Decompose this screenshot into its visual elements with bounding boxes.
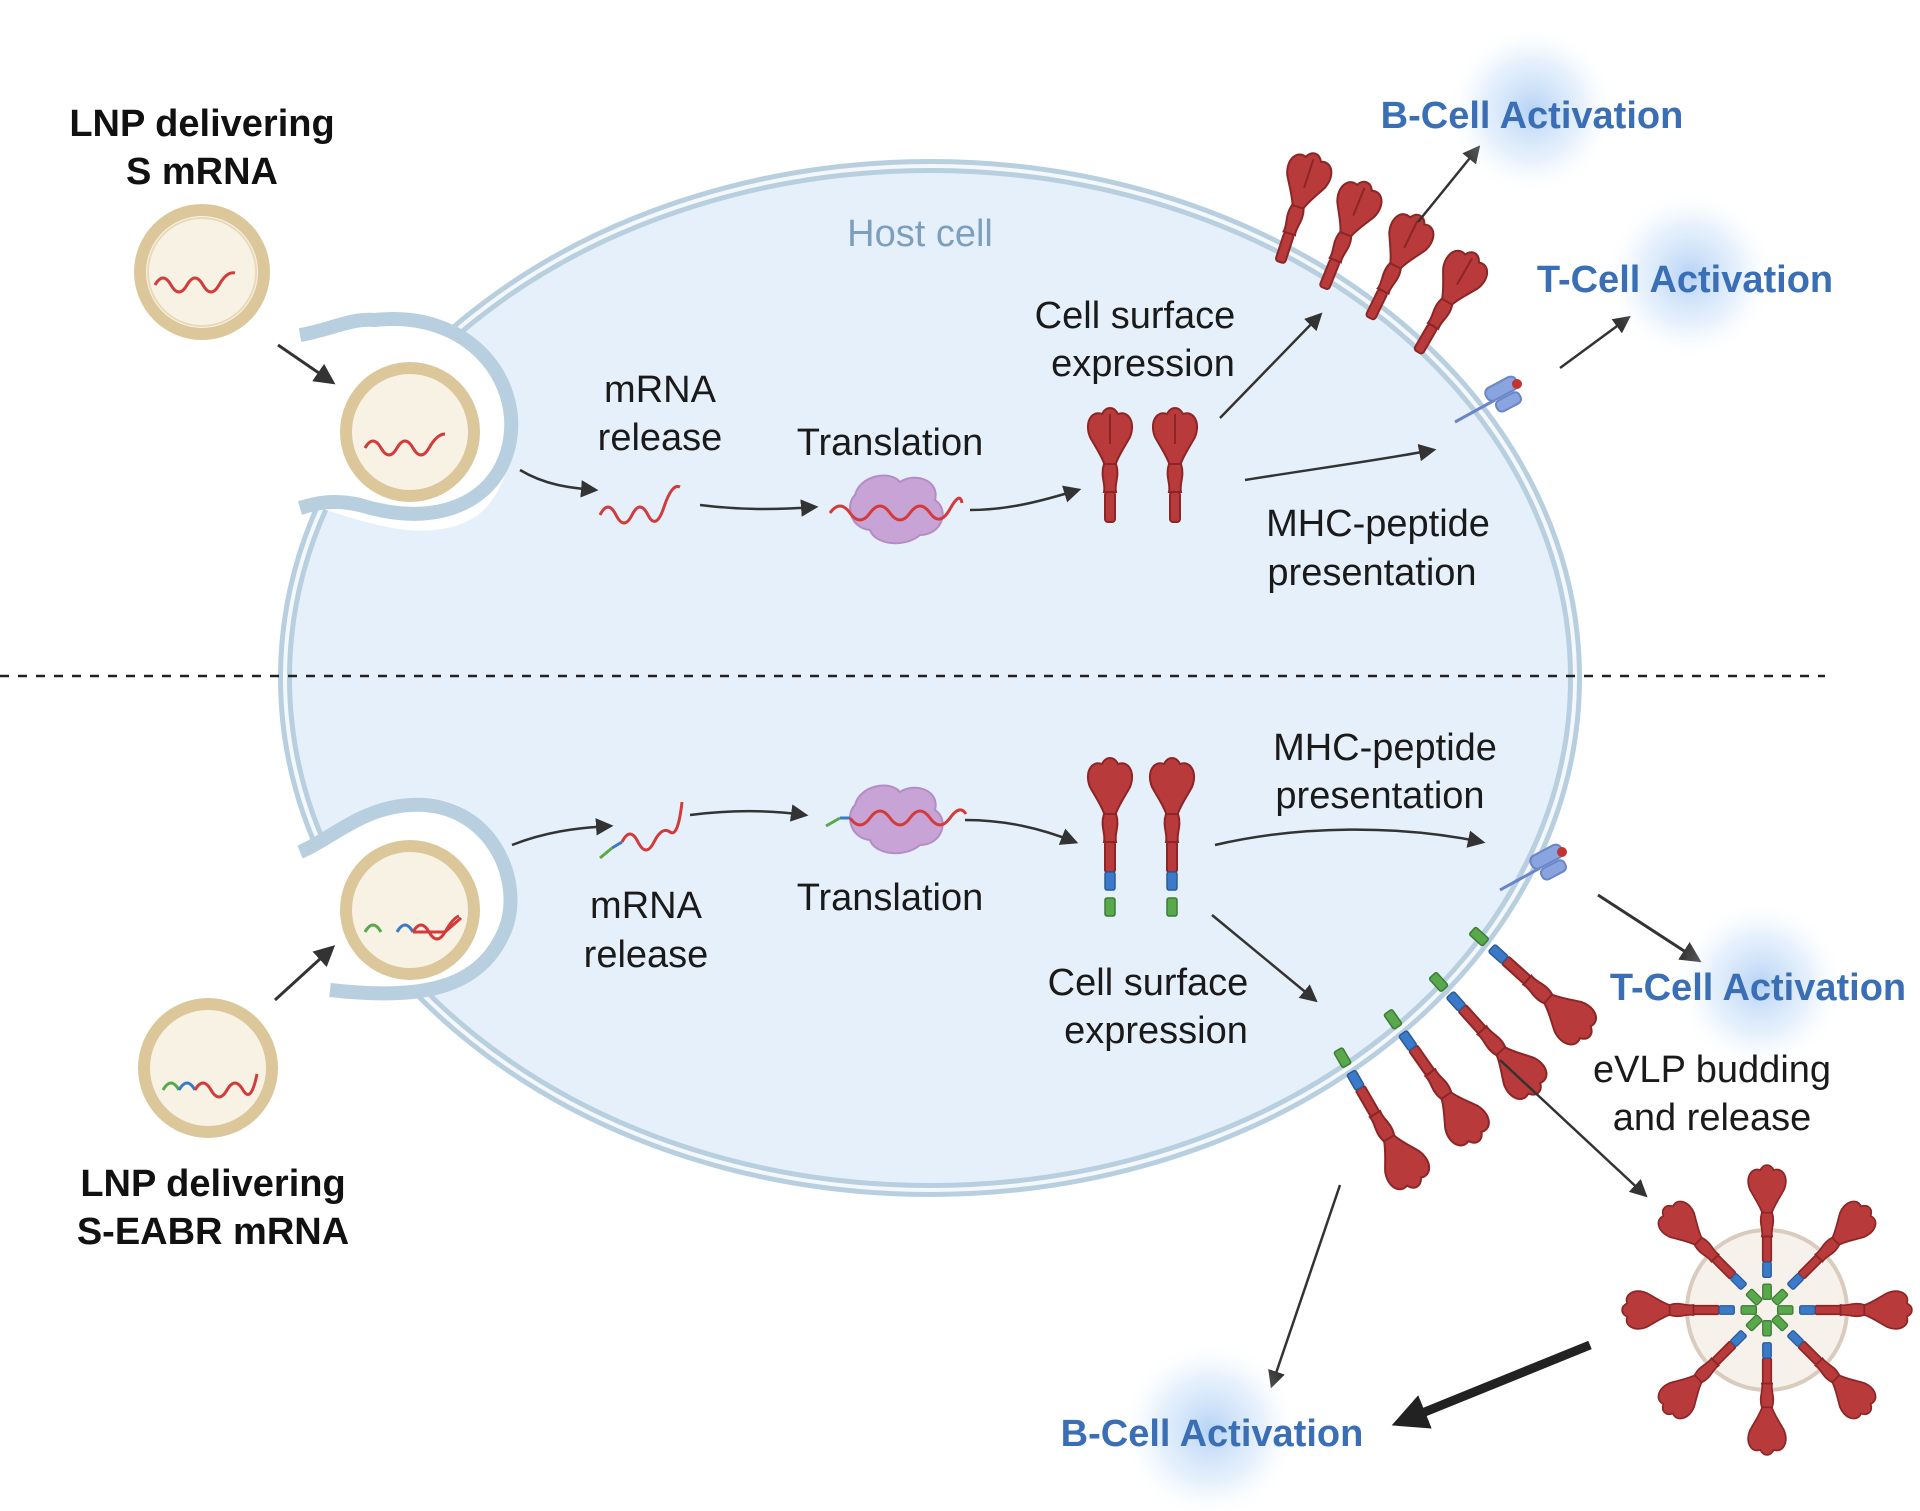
top-t-cell-activation: T-Cell Activation — [1537, 259, 1833, 301]
lipid-nanoparticle-icon — [340, 840, 480, 980]
bottom-translation-label: Translation — [797, 877, 984, 919]
evlp-line2: and release — [1613, 1097, 1812, 1139]
arrow-evlp-to-b-cell — [1391, 1340, 1592, 1429]
b-cell-glow — [1447, 25, 1617, 195]
arrow-lnp-to-cell-bottom — [273, 945, 336, 1002]
bottom-lnp-label-line2: S-EABR mRNA — [77, 1211, 349, 1253]
arrow-surface-to-b-cell-bottom — [1268, 1184, 1342, 1389]
host-cell-label: Host cell — [847, 213, 993, 255]
arrow-mhc-bottom — [1214, 828, 1486, 848]
arrow-to-evlp — [1499, 1059, 1648, 1198]
arrow-to-spike-bottom — [964, 818, 1079, 845]
evlp-line1: eVLP budding — [1593, 1049, 1831, 1091]
top-lnp-label-line2: S mRNA — [126, 151, 278, 193]
t-cell-glow — [1605, 190, 1775, 360]
bottom-surface-line2: expression — [1064, 1010, 1248, 1052]
mrna-strand-icon — [598, 484, 681, 525]
lipid-nanoparticle-icon — [138, 998, 278, 1138]
mrna-strand-icon — [599, 801, 684, 860]
ribosome-icon — [825, 784, 968, 855]
top-release-line2: release — [598, 417, 723, 459]
arrow-release-bottom — [511, 818, 614, 847]
top-surface-line1: Cell surface — [1035, 295, 1236, 337]
top-lnp-label-line1: LNP delivering — [69, 103, 334, 145]
lipid-nanoparticle-icon — [134, 204, 270, 340]
arrow-to-translation-top — [699, 499, 819, 517]
top-surface-line2: expression — [1051, 343, 1235, 385]
bottom-surface-line1: Cell surface — [1048, 962, 1249, 1004]
arrow-mhc-top — [1244, 443, 1437, 482]
bottom-mhc-line2: presentation — [1275, 775, 1484, 817]
bottom-mhc-line1: MHC-peptide — [1273, 727, 1497, 769]
arrow-surface-expression-bottom — [1211, 914, 1318, 1003]
top-mhc-line2: presentation — [1267, 552, 1476, 594]
arrow-to-translation-bottom — [689, 804, 809, 822]
bottom-b-cell-activation: B-Cell Activation — [1061, 1413, 1364, 1455]
bottom-release-line1: mRNA — [590, 885, 703, 927]
arrow-to-spike-top — [969, 485, 1082, 512]
top-translation-label: Translation — [797, 422, 984, 464]
top-lnp-label: LNP delivering S mRNA — [69, 103, 334, 193]
arrow-to-t-cell-top — [1559, 315, 1631, 370]
arrow-lnp-to-cell-top — [277, 343, 336, 385]
evlp-particle-icon — [1621, 1164, 1913, 1456]
top-mhc-line1: MHC-peptide — [1266, 503, 1490, 545]
bottom-lnp-label-line1: LNP delivering — [80, 1163, 345, 1205]
bottom-t-cell-activation: T-Cell Activation — [1610, 967, 1906, 1009]
t-cell-glow — [1675, 900, 1845, 1070]
lipid-nanoparticle-icon — [340, 362, 480, 502]
arrow-release-top — [519, 468, 599, 498]
host-cell: Host cell — [278, 159, 1582, 1197]
top-release-line1: mRNA — [604, 369, 717, 411]
ribosome-icon — [828, 474, 964, 545]
top-b-cell-activation: B-Cell Activation — [1381, 95, 1684, 137]
b-cell-glow — [1120, 1340, 1300, 1511]
arrow-to-t-cell-bottom — [1597, 893, 1702, 963]
bottom-release-line2: release — [584, 934, 709, 976]
arrow-surface-expression-top — [1219, 312, 1323, 419]
